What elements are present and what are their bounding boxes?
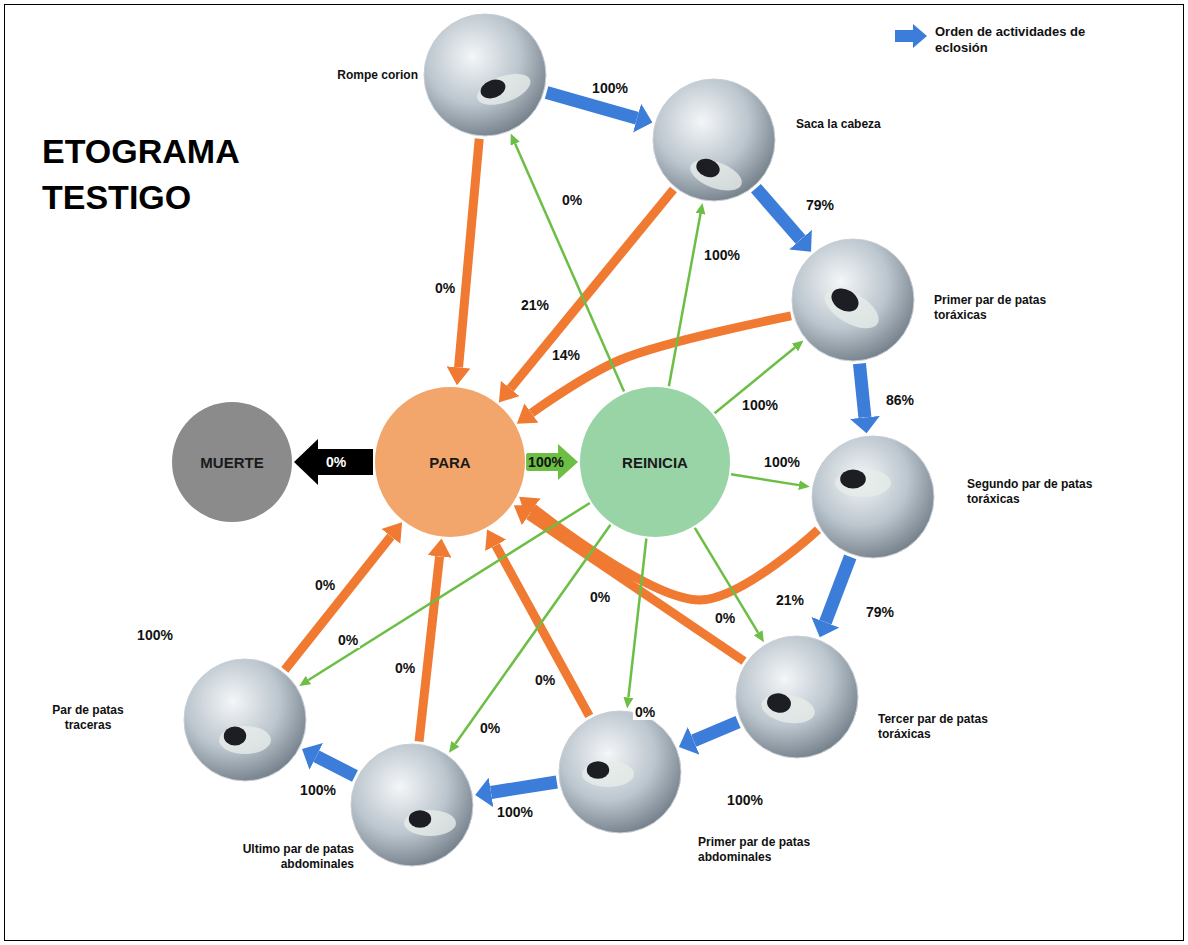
percentage-label: 21% [774, 592, 806, 608]
restart-arrow [455, 525, 610, 744]
photo-illustration [423, 13, 547, 137]
percentage-label: 0% [324, 454, 348, 470]
sequence-arrow [694, 722, 738, 741]
stage-label: Tercer par de patas toráxicas [878, 712, 990, 742]
percentage-label: 100% [495, 804, 535, 820]
stage-label: Rompe corion [305, 68, 418, 83]
percentage-label: 100% [725, 792, 765, 808]
percentage-label: 0% [588, 589, 612, 605]
percentage-label: 14% [550, 347, 582, 363]
percentage-label: 0% [713, 610, 737, 626]
stage-photo: Tercer par de patas toráxicas [735, 635, 859, 759]
state-circle: MUERTE [172, 402, 292, 522]
sequence-arrow [859, 364, 864, 418]
stage-label: Primer par de patas abdominales [698, 835, 820, 865]
stage-photo: Primer par de patas toráxicas [791, 238, 915, 362]
stage-label: Ultimo par de patas abdominales [232, 842, 354, 872]
sequence-arrow [825, 557, 850, 622]
sequence-arrow [316, 756, 355, 776]
legend-label: Orden de actividades de eclosión [935, 24, 1095, 56]
frame-border [5, 5, 1184, 941]
restart-arrow [695, 528, 758, 633]
percentage-label: 21% [519, 297, 551, 313]
stage-photo: Par de patas traceras [183, 658, 307, 782]
stop-arrow [529, 515, 744, 661]
photo-illustration [811, 435, 935, 559]
stage-photo: Saca la cabeza [652, 78, 776, 202]
restart-arrow [515, 144, 624, 392]
percentage-label: 100% [298, 782, 338, 798]
stage-label: Segundo par de patas toráxicas [967, 477, 1095, 507]
percentage-label: 86% [884, 392, 916, 408]
photo-illustration [652, 78, 776, 202]
photo-illustration [183, 658, 307, 782]
restart-arrow [731, 474, 799, 485]
restart-arrow [669, 214, 701, 386]
stage-label: Saca la cabeza [796, 117, 916, 132]
stage-photo: Ultimo par de patas abdominales [350, 743, 474, 867]
percentage-label: 0% [633, 704, 657, 720]
restart-arrow [715, 347, 795, 413]
percentage-label: 100% [135, 627, 175, 643]
diagram-title: ETOGRAMA TESTIGO [42, 128, 274, 220]
photo-illustration [735, 635, 859, 759]
state-name: REINICIA [580, 454, 730, 471]
sequence-arrow [547, 92, 637, 118]
stage-photo: Rompe corion [423, 13, 547, 137]
stage-label: Primer par de patas toráxicas [934, 293, 1052, 323]
state-name: PARA [375, 454, 525, 471]
sequence-arrow [491, 782, 557, 792]
stop-arrow [285, 536, 391, 670]
stage-photo: Segundo par de patas toráxicas [811, 435, 935, 559]
percentage-label: 79% [804, 197, 836, 213]
state-circle: REINICIA [580, 387, 730, 537]
stop-arrow [510, 189, 673, 388]
legend-arrow [893, 22, 929, 50]
photo-illustration [791, 238, 915, 362]
percentage-label: 100% [702, 247, 742, 263]
restart-arrow [628, 539, 646, 698]
stop-arrow [459, 139, 480, 368]
stage-photo: Primer par de patas abdominales [558, 710, 682, 834]
percentage-label: 0% [336, 632, 360, 648]
stop-arrow [496, 545, 590, 716]
percentage-label: 0% [560, 192, 584, 208]
percentage-label: 79% [864, 604, 896, 620]
state-circle: PARA [375, 387, 525, 537]
percentage-label: 0% [313, 577, 337, 593]
state-name: MUERTE [172, 454, 292, 471]
death-arrow [318, 449, 373, 475]
percentage-label: 100% [526, 454, 566, 470]
percentage-label: 0% [433, 280, 457, 296]
percentage-label: 0% [393, 660, 417, 676]
percentage-label: 100% [590, 80, 630, 96]
sequence-arrow [756, 188, 801, 239]
percentage-label: 0% [533, 672, 557, 688]
percentage-label: 100% [762, 454, 802, 470]
percentage-label: 0% [478, 720, 502, 736]
percentage-label: 100% [740, 397, 780, 413]
stage-label: Par de patas traceras [38, 703, 138, 733]
photo-illustration [350, 743, 474, 867]
photo-illustration [558, 710, 682, 834]
stop-arrow [419, 556, 439, 741]
